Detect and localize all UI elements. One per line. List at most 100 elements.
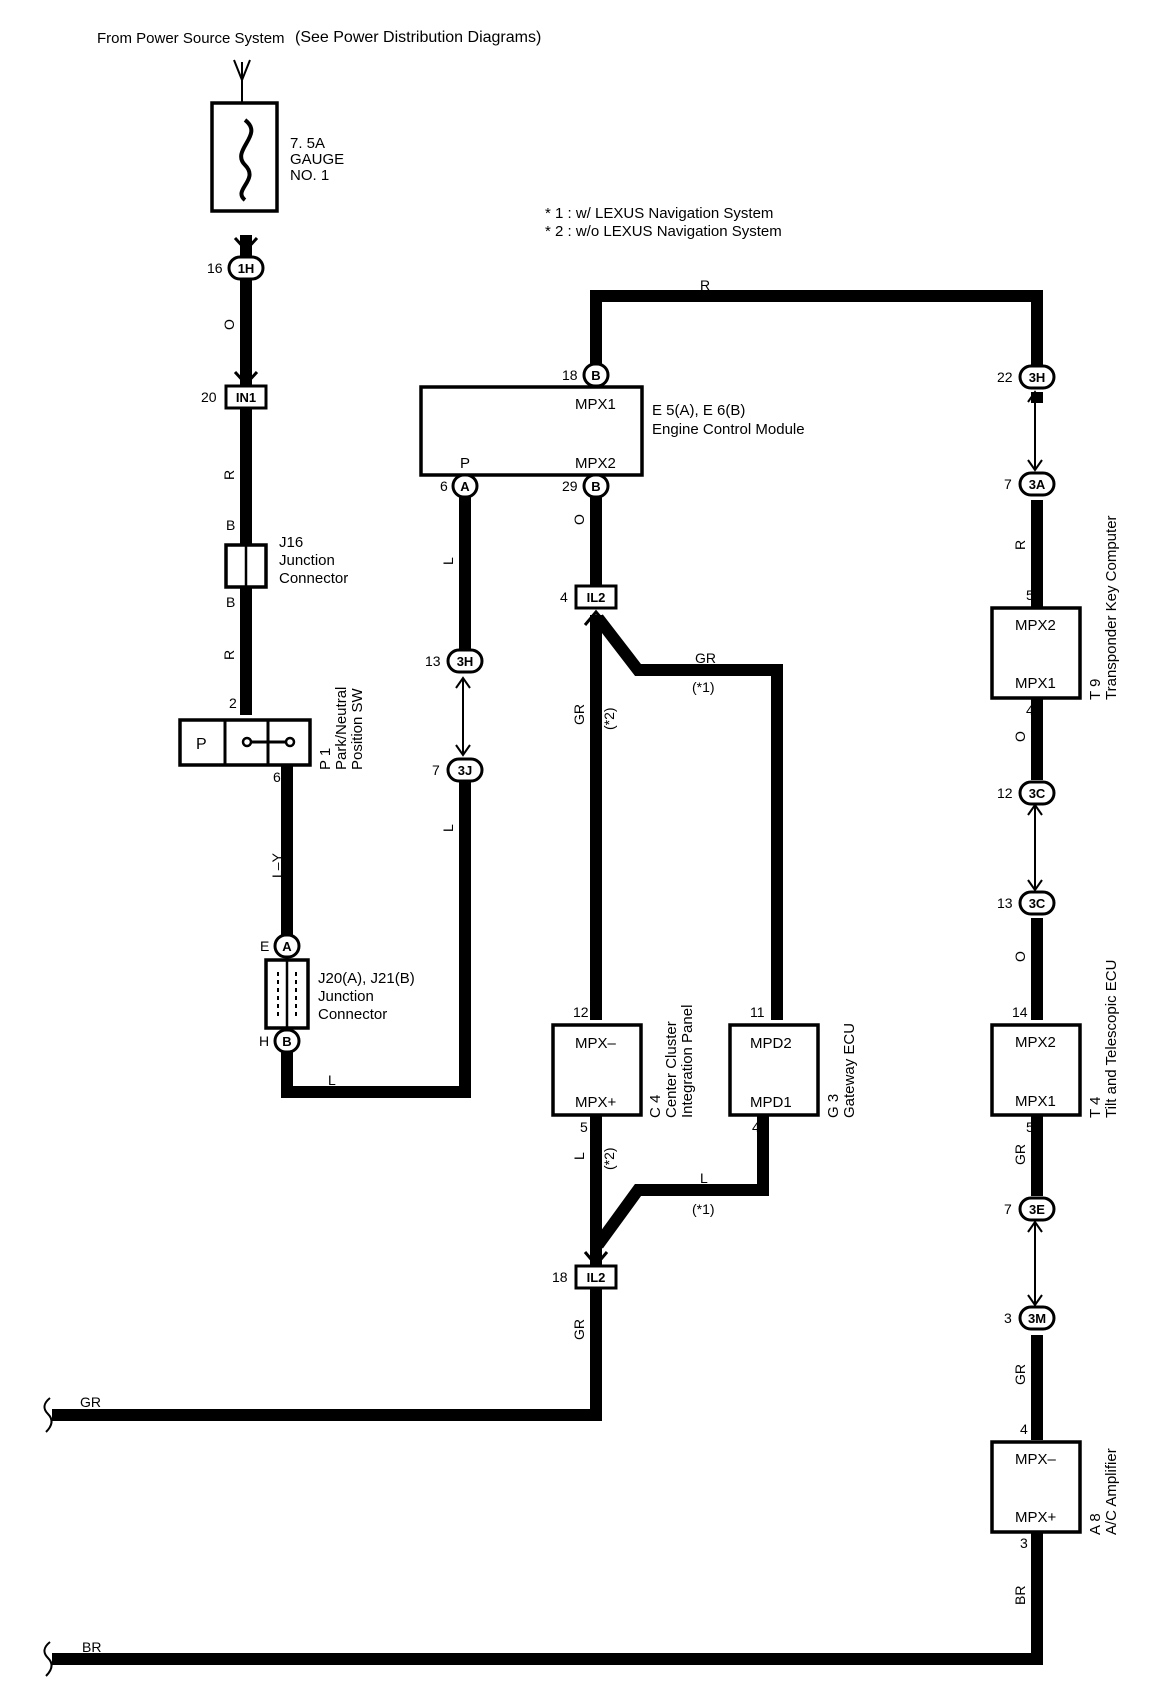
a8-mpx-minus: MPX– bbox=[1015, 1451, 1057, 1468]
g3-mpd2: MPD2 bbox=[750, 1035, 792, 1052]
svg-text:GR: GR bbox=[695, 650, 716, 666]
wire-br-output bbox=[52, 1530, 1043, 1665]
svg-text:IL2: IL2 bbox=[587, 590, 606, 605]
svg-text:4: 4 bbox=[1020, 1421, 1028, 1437]
svg-text:6: 6 bbox=[440, 478, 448, 494]
svg-text:IL2: IL2 bbox=[587, 1270, 606, 1285]
svg-text:L: L bbox=[700, 1170, 708, 1186]
wire-ecm-mpx1-to-3h bbox=[590, 290, 1043, 376]
junction-block-connectors: IN1 IL2 IL2 bbox=[224, 384, 618, 1290]
svg-text:12: 12 bbox=[997, 785, 1013, 801]
park-neutral-position-switch: P bbox=[178, 718, 312, 767]
j20-line2: Connector bbox=[318, 1006, 387, 1023]
svg-text:7: 7 bbox=[432, 762, 440, 778]
p1-line2: Position SW bbox=[349, 687, 366, 770]
pin-numbers: 16 20 18 22 6 29 7 5 4 4 13 2 7 6 12 13 … bbox=[201, 260, 1034, 1551]
svg-text:IN1: IN1 bbox=[236, 390, 256, 405]
svg-text:20: 20 bbox=[201, 389, 217, 405]
svg-text:5: 5 bbox=[580, 1119, 588, 1135]
svg-text:3: 3 bbox=[1004, 1310, 1012, 1326]
t9-line1: Transponder Key Computer bbox=[1103, 515, 1120, 700]
connector-3m: 3M bbox=[1018, 1305, 1056, 1331]
svg-text:4: 4 bbox=[752, 1119, 760, 1135]
p1-line1: Park/Neutral bbox=[333, 687, 350, 770]
svg-text:A: A bbox=[460, 479, 470, 494]
svg-text:7: 7 bbox=[1004, 1201, 1012, 1217]
tilt-telescopic-ecu: MPX2 MPX1 bbox=[990, 1023, 1082, 1117]
svg-text:2: 2 bbox=[229, 695, 237, 711]
ecm-p-terminal: P bbox=[460, 455, 470, 472]
svg-text:22: 22 bbox=[997, 369, 1013, 385]
power-distribution-ref: (See Power Distribution Diagrams) bbox=[295, 29, 541, 46]
t4-line1: Tilt and Telescopic ECU bbox=[1103, 960, 1120, 1118]
svg-text:(*2): (*2) bbox=[601, 1147, 617, 1170]
svg-text:GR: GR bbox=[80, 1394, 101, 1410]
svg-text:O: O bbox=[1012, 951, 1028, 962]
svg-text:4: 4 bbox=[560, 589, 568, 605]
p1-id: P 1 bbox=[317, 748, 334, 770]
svg-text:14: 14 bbox=[1012, 1004, 1028, 1020]
a8-mpx-plus: MPX+ bbox=[1015, 1509, 1057, 1526]
svg-text:L: L bbox=[328, 1072, 336, 1088]
connector-ecm-b-bottom: B bbox=[582, 473, 610, 499]
circle-connectors: 1H B 3H A B 3A 3H 3J 3C 3C A B 3E 3M bbox=[227, 255, 1056, 1331]
svg-text:7: 7 bbox=[1004, 476, 1012, 492]
svg-text:B: B bbox=[591, 479, 600, 494]
connector-j20-a: A bbox=[273, 933, 301, 959]
connector-j20-b: B bbox=[273, 1028, 301, 1054]
svg-text:GR: GR bbox=[571, 704, 587, 725]
svg-text:3C: 3C bbox=[1029, 896, 1046, 911]
g3-id: G 3 bbox=[825, 1094, 842, 1118]
fuse-rating: 7. 5A bbox=[290, 135, 325, 152]
t4-id: T 4 bbox=[1087, 1097, 1104, 1118]
svg-text:L: L bbox=[440, 824, 456, 832]
j20-line1: Junction bbox=[318, 988, 374, 1005]
gateway-ecu: MPD2 MPD1 bbox=[728, 1023, 820, 1117]
svg-text:5: 5 bbox=[1026, 1119, 1034, 1135]
svg-text:R: R bbox=[221, 470, 237, 480]
c4-line1: Center Cluster bbox=[663, 1021, 680, 1118]
a8-line1: A/C Amplifier bbox=[1103, 1448, 1120, 1535]
svg-text:GR: GR bbox=[1012, 1144, 1028, 1165]
engine-control-module: MPX1 MPX2 P E 5(A), E 6(B) Engine Contro… bbox=[419, 385, 805, 477]
c4-id: C 4 bbox=[647, 1095, 664, 1118]
svg-text:3: 3 bbox=[1020, 1535, 1028, 1551]
junction-connector-j16: J16 Junction Connector bbox=[224, 534, 348, 589]
svg-text:R: R bbox=[700, 277, 710, 293]
note-navigation: * 1 : w/ LEXUS Navigation System bbox=[545, 205, 773, 222]
svg-text:GR: GR bbox=[571, 1319, 587, 1340]
fuse-number: NO. 1 bbox=[290, 167, 329, 184]
svg-text:18: 18 bbox=[562, 367, 578, 383]
svg-text:O: O bbox=[1012, 731, 1028, 742]
connector-3e: 3E bbox=[1018, 1196, 1056, 1222]
ecm-id: E 5(A), E 6(B) bbox=[652, 402, 745, 419]
svg-text:5: 5 bbox=[1026, 587, 1034, 603]
svg-text:3J: 3J bbox=[458, 763, 472, 778]
svg-text:3H: 3H bbox=[457, 654, 474, 669]
svg-text:BR: BR bbox=[82, 1639, 101, 1655]
svg-text:R: R bbox=[1012, 540, 1028, 550]
svg-text:3C: 3C bbox=[1029, 786, 1046, 801]
c4-mpx-plus: MPX+ bbox=[575, 1094, 617, 1111]
center-cluster-integration-panel: MPX– MPX+ bbox=[551, 1023, 643, 1117]
svg-text:1H: 1H bbox=[238, 261, 255, 276]
c4-line2: Integration Panel bbox=[679, 1005, 696, 1118]
t4-mpx2: MPX2 bbox=[1015, 1034, 1056, 1051]
g3-mpd1: MPD1 bbox=[750, 1094, 792, 1111]
svg-text:O: O bbox=[571, 514, 587, 525]
ac-amplifier: MPX– MPX+ bbox=[990, 1440, 1082, 1534]
connector-3c-upper: 3C bbox=[1018, 780, 1056, 806]
j16-line1: Junction bbox=[279, 552, 335, 569]
thin-links bbox=[233, 59, 1043, 1307]
svg-text:A: A bbox=[282, 939, 292, 954]
svg-text:B: B bbox=[226, 594, 235, 610]
connector-il2-upper: IL2 bbox=[574, 584, 618, 610]
connector-in1: IN1 bbox=[224, 384, 268, 410]
a8-caption: A 8 A/C Amplifier bbox=[1087, 1448, 1120, 1535]
svg-text:(*1): (*1) bbox=[692, 679, 715, 695]
t9-mpx2: MPX2 bbox=[1015, 617, 1056, 634]
svg-text:3H: 3H bbox=[1029, 370, 1046, 385]
svg-text:L–Y: L–Y bbox=[269, 852, 285, 878]
wire-j20-to-3j bbox=[281, 770, 471, 1098]
wire-il2-to-gateway bbox=[593, 614, 783, 1020]
